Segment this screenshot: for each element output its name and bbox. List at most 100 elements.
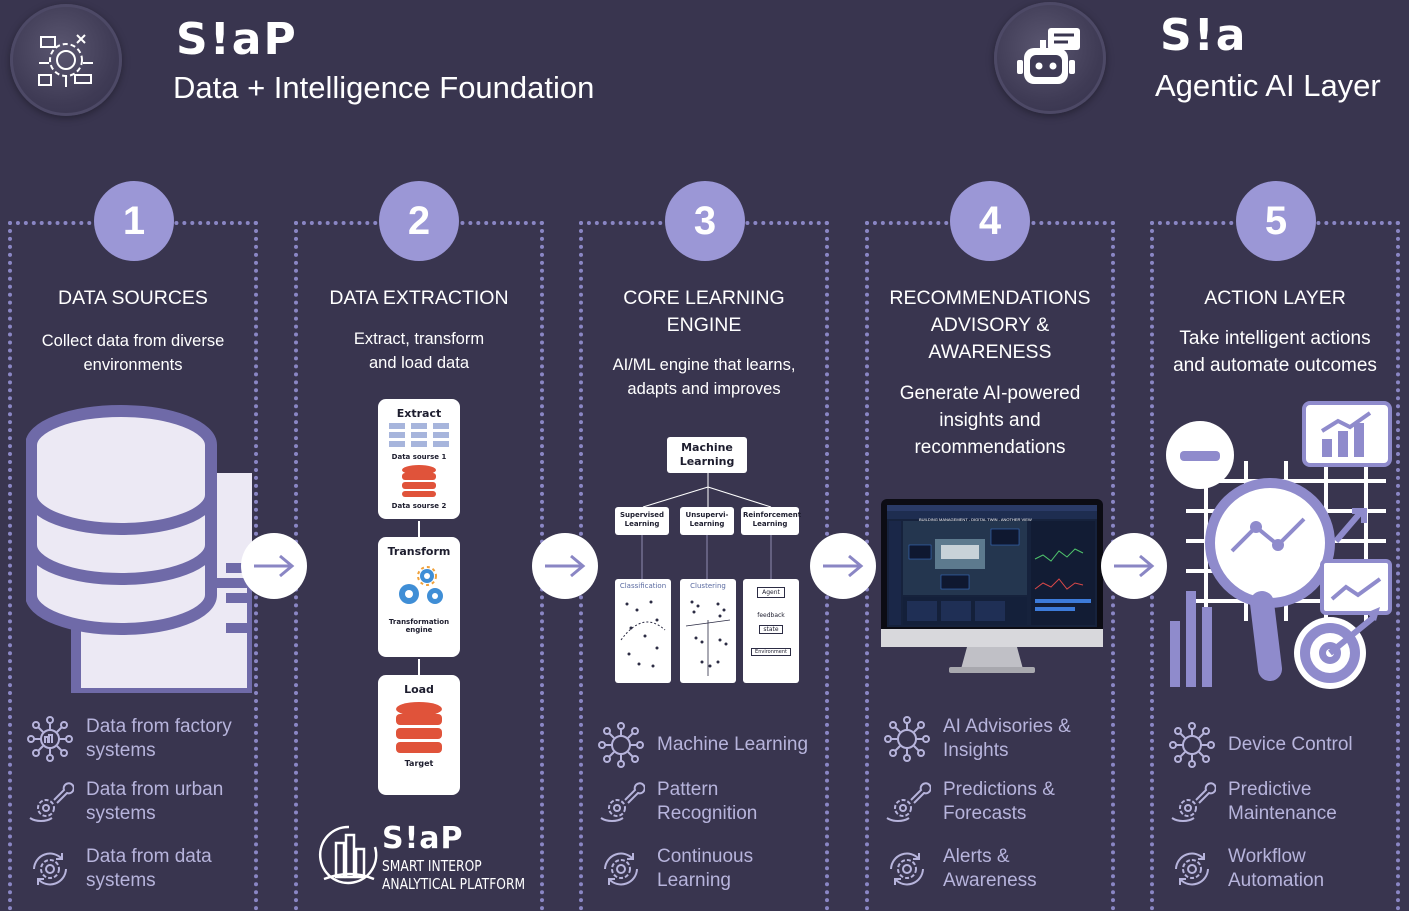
feature-text: Pattern Recognition [657,779,758,824]
feature-text: Continuous Learning [657,846,754,891]
rl-environment-box: Environment [751,648,791,656]
analytics-illustration [1166,401,1392,689]
panel-description: Generate AI-powered insights and recomme… [899,383,1081,458]
feature-continuous-learning: Continuous Learning [597,845,807,893]
panel-title: DATA SOURCES [58,287,208,309]
feature-data-systems: Data from data systems [26,845,236,893]
step-number-2: 2 [379,181,459,261]
panel-core-learning: CORE LEARNING ENGINE AI/ML engine that l… [579,221,829,911]
etl-source1-label: Data sourse 1 [391,453,447,461]
wrench-gear-icon [29,782,74,822]
network-hub-icon [884,716,930,762]
feature-text: Workflow Automation [1228,846,1325,891]
panel-recommendations: RECOMMENDATIONS ADVISORY & AWARENESS Gen… [865,221,1115,911]
scatter-icon [620,600,666,668]
etl-transform-label: Transform [387,545,451,558]
panel-title: CORE LEARNING ENGINE [623,287,785,336]
ml-unsupervised-node: Unsupervi- Learning [680,507,734,535]
arrow-right-icon [241,533,307,599]
feature-predictive-maintenance: Predictive Maintenance [1168,778,1378,826]
ml-clustering-label: Clustering [690,582,726,590]
etl-extract-label: Extract [396,407,442,420]
panel-action-layer: ACTION LAYER Take intelligent actions an… [1150,221,1400,911]
robot-chat-icon [994,2,1106,114]
step-number-3: 3 [665,181,745,261]
city-logo-icon [318,825,378,885]
ml-supervised-label: Supervised Learning [619,511,665,528]
ml-reinforcement-node: Reinforcement Learning [741,507,802,535]
gear-cycle-icon [604,852,638,886]
rl-feedback-text: feedback [757,612,785,619]
panel-description: AI/ML engine that learns, adapts and imp… [612,356,796,398]
etl-extract-card: Extract Data sourse 1 Data sourse 2 [378,399,460,519]
arrow-right-icon [810,533,876,599]
panel-description: Extract, transform and load data [353,330,485,372]
feature-predictions: Predictions & Forecasts [883,778,1093,826]
etl-load-card: Load Target [378,675,460,795]
network-hub-icon [598,722,644,768]
feature-text: Machine Learning [657,734,809,755]
feature-text: Alerts & Awareness [943,846,1037,891]
foundation-gear-icon [10,4,122,116]
monitor-title-text: BUILDING MANAGEMENT - DIGITAL TWIN - ANO… [919,517,1032,522]
step-number-1: 1 [94,181,174,261]
gear-cycle-icon [1175,852,1209,886]
ml-branch-lines [641,535,772,581]
feature-pattern-recognition: Pattern Recognition [597,778,807,826]
feature-urban: Data from urban systems [26,778,236,826]
feature-text: Data from urban systems [86,779,224,824]
feature-text: Data from data systems [86,846,212,891]
footer-slap-logo: S!aP [382,821,464,856]
ml-reinforcement-panel: Agent feedback state Environment [743,579,799,683]
panel-description: Take intelligent actions and automate ou… [1173,328,1377,376]
rl-agent-box: Agent [757,587,785,598]
gear-cycle-icon [33,852,67,886]
slap-logo: S!aP [176,14,298,65]
etl-connector-1 [418,521,420,537]
etl-target-label: Target [404,759,434,768]
cluster-icon [685,600,731,676]
network-hub-icon [27,716,73,762]
ml-reinforcement-label: Reinforcement Learning [743,511,802,528]
arrow-right-icon [532,533,598,599]
feature-text: Predictive Maintenance [1228,779,1337,824]
panel-data-sources: DATA SOURCES Collect data from diverse e… [8,221,258,911]
network-hub-icon [1169,722,1215,768]
feature-text: Device Control [1228,734,1353,755]
feature-factory: Data from factory systems [26,715,236,763]
database-red-icon [396,702,442,753]
panel-title: RECOMMENDATIONS ADVISORY & AWARENESS [889,287,1091,363]
panel-data-extraction: DATA EXTRACTION Extract, transform and l… [294,221,544,911]
ml-clustering-panel: Clustering [680,579,736,683]
ml-root-label: Machine Learning [679,441,735,468]
step-number-5: 5 [1236,181,1316,261]
etl-source2-label: Data sourse 2 [391,502,447,510]
wrench-gear-icon [886,782,931,822]
ml-unsupervised-label: Unsupervi- Learning [685,511,729,528]
table-icon [389,423,449,447]
rl-state-box: state [759,625,783,634]
feature-text: Data from factory systems [86,716,232,761]
wrench-gear-icon [1171,782,1216,822]
etl-transform-card: Transform Transformation engine [378,537,460,657]
feature-ai-advisories: AI Advisories & Insights [883,715,1103,763]
panel-description: Collect data from diverse environments [41,332,225,374]
sia-logo: S!a [1160,10,1248,61]
database-red-icon [402,465,436,497]
etl-load-label: Load [404,683,434,696]
footer-line1: SMART INTEROP [382,857,482,875]
feature-workflow-automation: Workflow Automation [1168,845,1378,893]
feature-text: AI Advisories & Insights [943,716,1071,761]
database-illustration [26,405,252,693]
panel-title: ACTION LAYER [1204,287,1346,309]
wrench-gear-icon [600,782,645,822]
ml-classification-panel: Classification [615,579,671,683]
agentic-subtitle: Agentic AI Layer [1155,68,1381,103]
arrow-right-icon [1101,533,1167,599]
etl-engine-label: Transformation engine [388,618,450,634]
feature-alerts: Alerts & Awareness [883,845,1093,893]
ml-root-node: Machine Learning [667,437,747,473]
ml-tree-lines [642,473,772,508]
feature-machine-learning: Machine Learning [597,721,827,769]
ml-classification-label: Classification [619,582,667,590]
